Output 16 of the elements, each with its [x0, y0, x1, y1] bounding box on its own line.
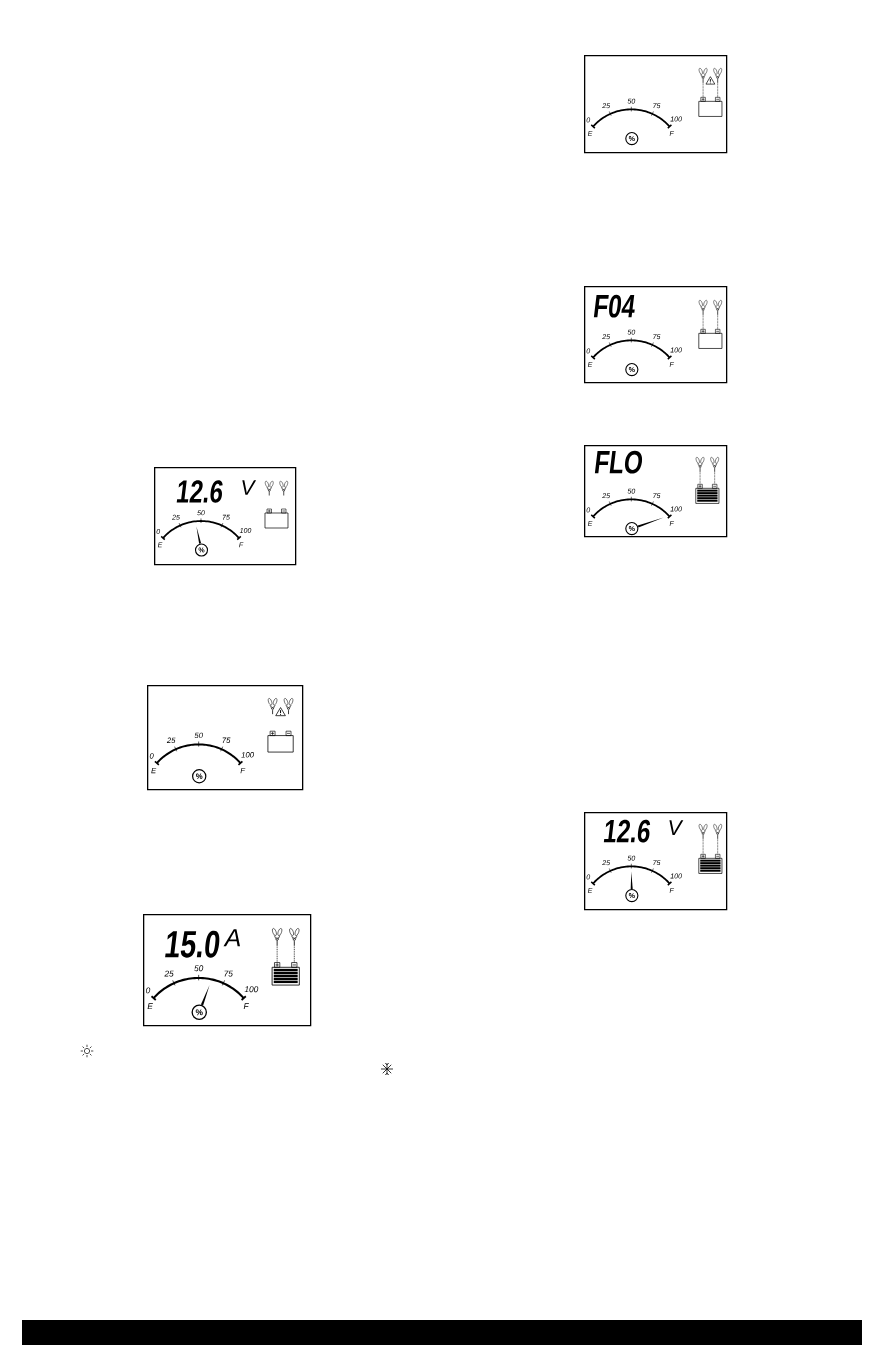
scale-label: E — [147, 1003, 153, 1009]
scale-label: F — [243, 1003, 249, 1009]
lcd-readout: 15.0 — [165, 930, 220, 958]
lcd-readout: 12.6 — [176, 480, 223, 503]
percent-badge: % — [191, 1004, 207, 1021]
scale-label: 0 — [146, 987, 151, 994]
unit-label: V — [242, 480, 257, 495]
unit-label: A — [223, 929, 240, 947]
scale-label: 50 — [194, 965, 204, 972]
scale-label: 25 — [164, 970, 174, 977]
lcd-readout: 12.6 — [603, 819, 651, 843]
scale-label: 75 — [224, 970, 233, 977]
lcd-readout: FLO — [594, 450, 643, 474]
unit-label: V — [669, 820, 684, 835]
lcd-readout: F04 — [593, 294, 635, 318]
scale-label: 100 — [244, 986, 259, 993]
